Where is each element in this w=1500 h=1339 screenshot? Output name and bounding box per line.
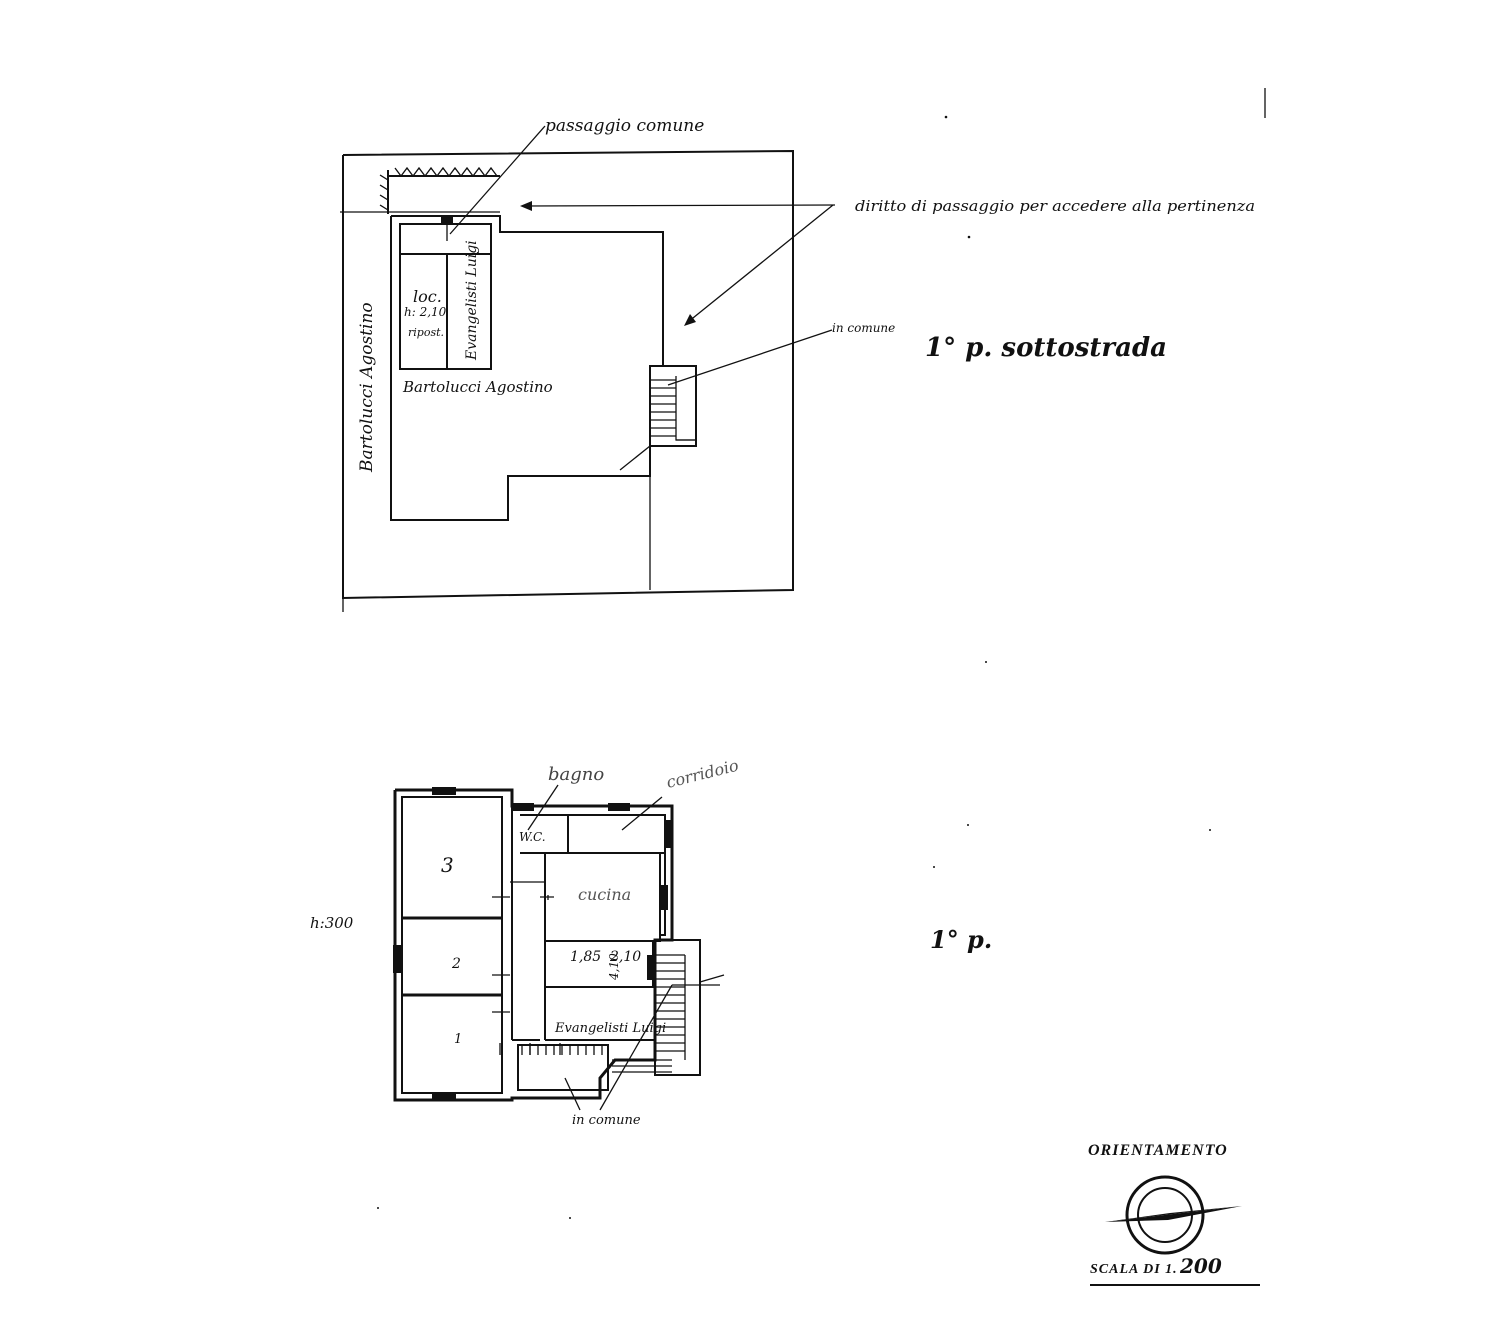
room-kitchen-label: cucina <box>578 885 631 904</box>
room-dims-c: 4,10 <box>607 953 621 981</box>
floor-title-sottostrada: 1° p. sottostrada <box>925 333 1167 363</box>
compass-rose-icon <box>1105 1175 1242 1255</box>
label-in-common-upper: in comune <box>832 321 895 335</box>
label-bagno: bagno <box>548 764 604 785</box>
floor-title-first: 1° p. <box>930 925 992 954</box>
wc-label: W.C. <box>519 830 546 844</box>
legend-block: ORIENTAMENTO SCALA DI 1. 200 <box>1088 1142 1260 1286</box>
room-3-label: 3 <box>441 853 454 877</box>
owner-side-label: Bartolucci Agostino <box>357 302 377 473</box>
label-in-common-lower: in comune <box>572 1113 641 1128</box>
room-dims-b: 2,10 <box>609 949 641 965</box>
scale-value: 200 <box>1179 1254 1222 1278</box>
label-passage-common: passaggio comune <box>545 116 704 136</box>
scale-label: SCALA DI 1. <box>1090 1262 1178 1277</box>
owner-inner-label: Bartolucci Agostino <box>402 378 553 396</box>
label-right-of-way: diritto di passaggio per accedere alla p… <box>855 197 1255 215</box>
room-2-label: 2 <box>451 956 461 972</box>
lower-floor-plan: h:300 3 2 1 W.C. bagno corridoio cucina … <box>310 756 992 1128</box>
room-dims-a: 1,85 <box>570 949 601 965</box>
scan-specks <box>377 88 1266 1219</box>
room-label-small: ripost. <box>408 326 444 339</box>
room-1-label: 1 <box>454 1032 462 1047</box>
room-owner2-label: Evangelisti Luigi <box>464 240 480 361</box>
upper-floor-plan: passaggio comune diritto di passaggio pe… <box>340 116 1255 612</box>
room-label-loc: loc. <box>413 287 442 306</box>
owner-label-lower: Evangelisti Luigi <box>554 1021 666 1036</box>
label-corridoio: corridoio <box>664 756 740 792</box>
room-height-upper: h: 2,10 <box>404 305 447 319</box>
orientation-title: ORIENTAMENTO <box>1088 1142 1228 1159</box>
height-label-lower: h:300 <box>310 914 354 932</box>
